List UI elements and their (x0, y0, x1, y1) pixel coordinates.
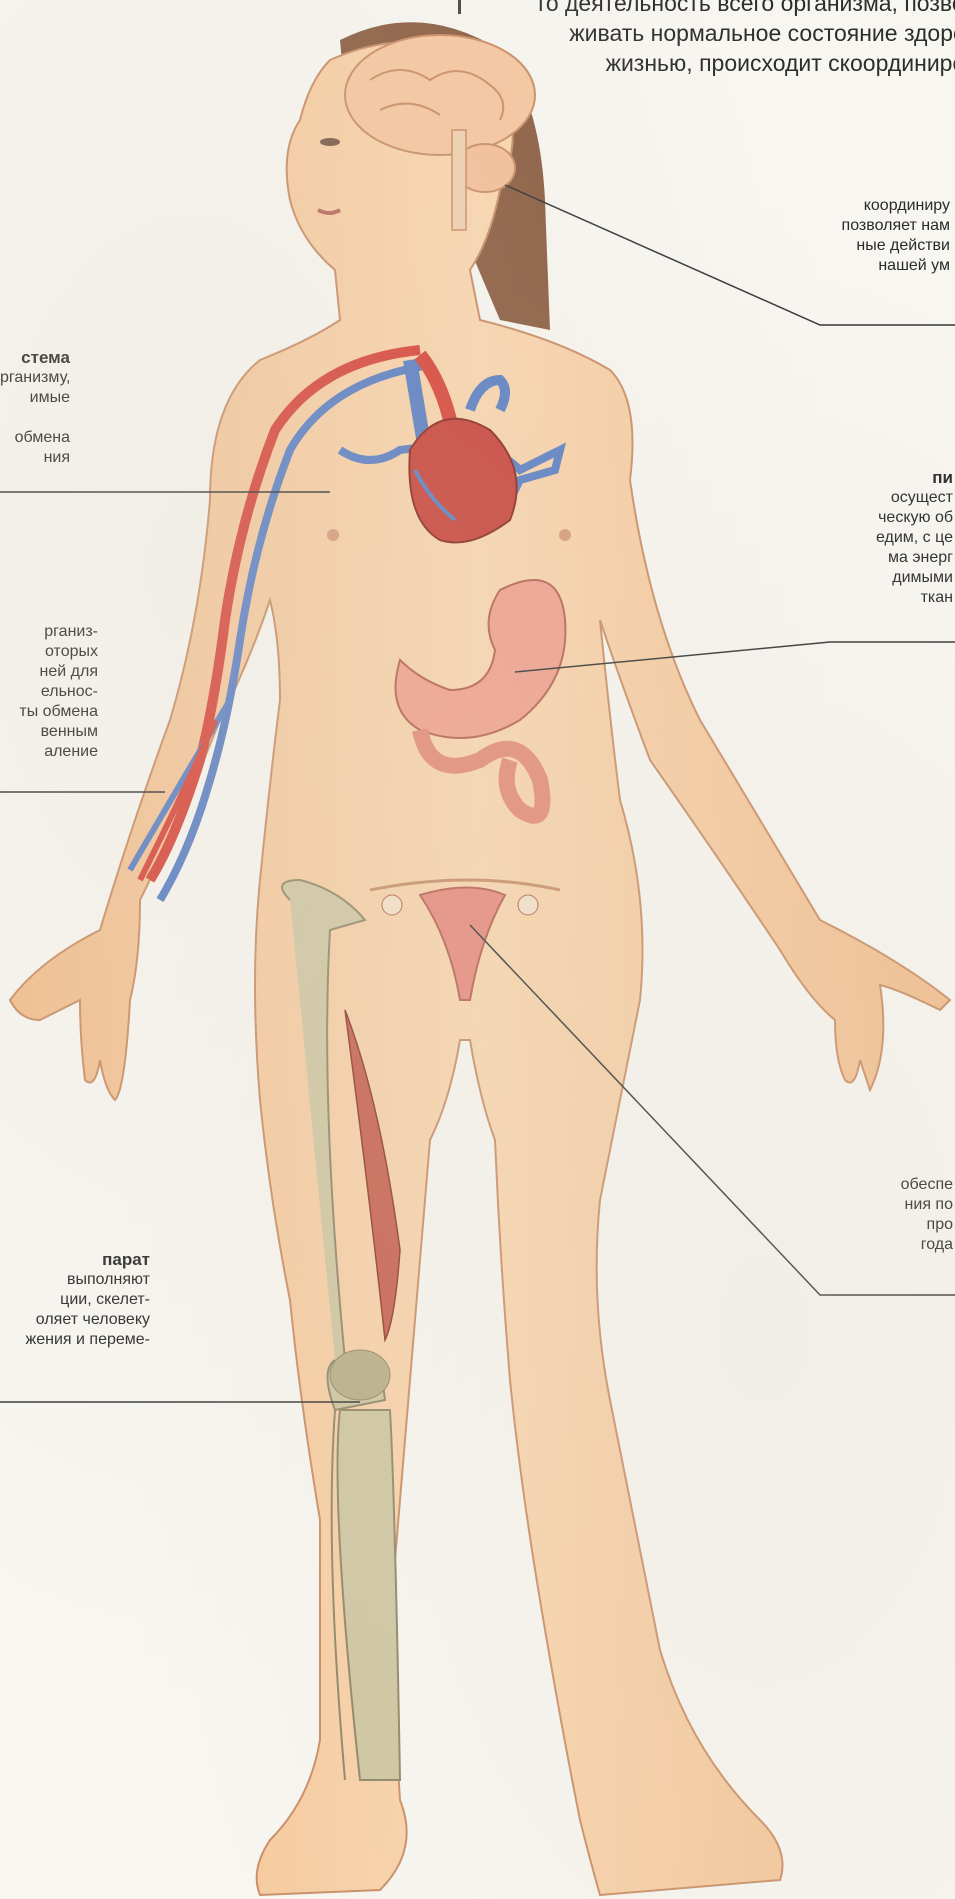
callout-line: рганиз- (0, 622, 98, 642)
callout-musculoskeletal: парат выполняют ции, скелет- оляет челов… (0, 1250, 150, 1350)
callout-line: ты обмена (0, 702, 98, 722)
callout-line: ния по (860, 1195, 953, 1215)
nipple (559, 529, 571, 541)
callout-title: пи (820, 468, 953, 488)
callout-title: стема (0, 348, 70, 368)
callout-line: позволяет нам (780, 216, 950, 236)
callout-reproductive: обеспе ния по про года (860, 1175, 953, 1255)
callout-line: димыми (820, 568, 953, 588)
callout-line: рганизму, (0, 368, 70, 388)
callout-line: обмена (0, 428, 70, 448)
callout-line: осущест (820, 488, 953, 508)
callout-line: аление (0, 742, 98, 762)
callout-vessels: рганиз- оторых ней для ельнос- ты обмена… (0, 622, 98, 762)
callout-circulatory: стема рганизму, имые обмена ния (0, 348, 70, 468)
callout-line: нашей ум (780, 256, 950, 276)
callout-title: парат (0, 1250, 150, 1270)
nipple (327, 529, 339, 541)
callout-line: координиру (780, 196, 950, 216)
callout-line: ческую об (820, 508, 953, 528)
callout-line: про (860, 1215, 953, 1235)
callout-line: обеспе (860, 1175, 953, 1195)
callout-line: ткан (820, 588, 953, 608)
eye (320, 138, 340, 146)
callout-line: ния (0, 448, 70, 468)
callout-line: ции, скелет- (0, 1290, 150, 1310)
callout-line: ма энерг (820, 548, 953, 568)
callout-line: ельнос- (0, 682, 98, 702)
callout-line (0, 408, 70, 428)
callout-nervous: координиру позволяет нам ные действи наш… (780, 196, 950, 276)
callout-line: оляет человеку (0, 1310, 150, 1330)
callout-line: едим, с це (820, 528, 953, 548)
callout-line: венным (0, 722, 98, 742)
callout-line: года (860, 1235, 953, 1255)
callout-line: оторых (0, 642, 98, 662)
callout-digestive: пи осущест ческую об едим, с це ма энерг… (820, 468, 953, 608)
callout-line: выполняют (0, 1270, 150, 1290)
callout-line: ные действи (780, 236, 950, 256)
callout-line: ней для (0, 662, 98, 682)
callout-line: имые (0, 388, 70, 408)
callout-line: жения и переме- (0, 1330, 150, 1350)
